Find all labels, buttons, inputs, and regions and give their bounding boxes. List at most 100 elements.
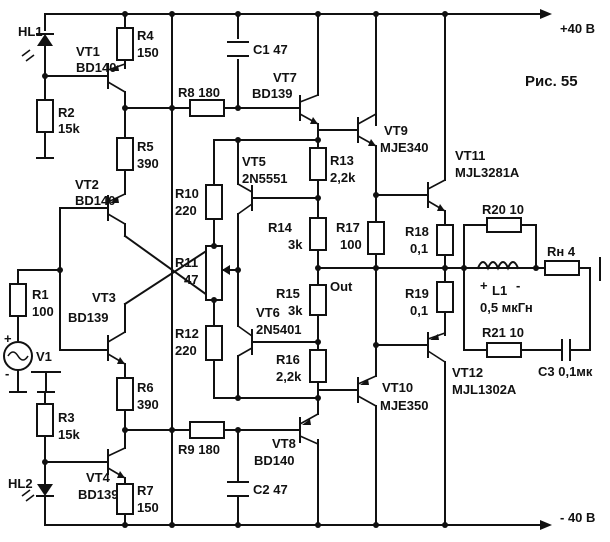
transistor-vt9 xyxy=(317,113,429,196)
capacitor-c1 xyxy=(227,41,249,109)
r4-value: 150 xyxy=(137,45,159,60)
out-label: Out xyxy=(330,279,353,294)
rn-label: Rн 4 xyxy=(547,244,576,259)
vt9-type: MJE340 xyxy=(380,140,428,155)
transistor-vt7 xyxy=(299,94,319,136)
l1-value: 0,5 мкГн xyxy=(480,300,533,315)
transistor-vt5 xyxy=(237,139,319,271)
r14-name: R14 xyxy=(268,220,293,235)
led-hl2 xyxy=(21,461,126,526)
resistor-r9 xyxy=(124,421,301,439)
r2-name: R2 xyxy=(58,105,75,120)
transistor-vt10 xyxy=(317,344,377,416)
vt7-type: BD139 xyxy=(252,86,292,101)
r18-value: 0,1 xyxy=(410,241,428,256)
l1-minus: - xyxy=(516,278,520,293)
r13-name: R13 xyxy=(330,153,354,168)
vt12-type: MJL1302A xyxy=(452,382,517,397)
r20-label: R20 10 xyxy=(482,202,524,217)
vt5-type: 2N5551 xyxy=(242,171,288,186)
vt10-type: MJE350 xyxy=(380,398,428,413)
r8-label: R8 180 xyxy=(178,85,220,100)
signal-source-v1 xyxy=(3,341,61,393)
resistor-r8 xyxy=(124,99,301,117)
r11-value: 47 xyxy=(184,272,198,287)
negative-rail xyxy=(124,520,552,530)
r18-name: R18 xyxy=(405,224,429,239)
vt3-name: VT3 xyxy=(92,290,116,305)
c3-label: C3 0,1мк xyxy=(538,364,593,379)
bias-chain xyxy=(205,139,319,399)
vt2-name: VT2 xyxy=(75,177,99,192)
cross-wiring xyxy=(123,234,216,306)
vt11-name: VT11 xyxy=(455,148,485,163)
r19-name: R19 xyxy=(405,286,429,301)
resistor-r19 xyxy=(436,267,454,336)
r5-name: R5 xyxy=(137,139,154,154)
r17-value: 100 xyxy=(340,237,362,252)
l1-name: L1 xyxy=(492,283,507,298)
vt8-name: VT8 xyxy=(272,436,296,451)
vt4-type: BD139 xyxy=(78,487,118,502)
transistor-vt8 xyxy=(299,399,319,445)
vt3-type: BD139 xyxy=(68,310,108,325)
rail-verticals xyxy=(124,13,446,526)
resistor-r2 xyxy=(36,99,54,159)
resistor-r17 xyxy=(367,194,429,346)
vt10-name: VT10 xyxy=(382,380,413,395)
r15-name: R15 xyxy=(276,286,300,301)
transistor-vt11 xyxy=(427,179,446,226)
resistor-r18 xyxy=(436,224,454,269)
r15-value: 3k xyxy=(288,303,303,318)
transistor-vt6 xyxy=(237,269,319,399)
transistor-vt3 xyxy=(59,303,126,379)
hl2-label: HL2 xyxy=(8,476,33,491)
r3-value: 15k xyxy=(58,427,80,442)
r7-value: 150 xyxy=(137,500,159,515)
vt9-name: VT9 xyxy=(384,123,408,138)
load-resistor xyxy=(535,257,601,281)
vt12-name: VT12 xyxy=(452,365,483,380)
r2-value: 15k xyxy=(58,121,80,136)
transistor-vt12 xyxy=(427,332,446,371)
r10-name: R10 xyxy=(175,186,199,201)
c2-label: C2 47 xyxy=(253,482,288,497)
c1-label: C1 47 xyxy=(253,42,288,57)
vt5-name: VT5 xyxy=(242,154,266,169)
hl1-label: HL1 xyxy=(18,24,43,39)
v1-label: V1 xyxy=(36,349,52,364)
vt6-type: 2N5401 xyxy=(256,322,302,337)
r12-name: R12 xyxy=(175,326,199,341)
r17-name: R17 xyxy=(336,220,360,235)
v1-minus-sign: - xyxy=(5,366,9,381)
resistor-r4 xyxy=(116,27,134,69)
figure-title: Рис. 55 xyxy=(525,73,578,90)
v1-plus-sign: + xyxy=(4,331,12,346)
transistor-vt2 xyxy=(59,193,126,237)
vt2-type: BD140 xyxy=(75,193,115,208)
r19-value: 0,1 xyxy=(410,303,428,318)
vt8-type: BD140 xyxy=(254,453,294,468)
resistor-r5 xyxy=(116,124,134,195)
r3-name: R3 xyxy=(58,410,75,425)
r12-value: 220 xyxy=(175,343,197,358)
r1-value: 100 xyxy=(32,304,54,319)
vt4-name: VT4 xyxy=(86,470,111,485)
r14-value: 3k xyxy=(288,237,303,252)
negative-rail-label: - 40 В xyxy=(560,510,595,525)
input-network xyxy=(9,207,61,351)
r9-label: R9 180 xyxy=(178,442,220,457)
r16-value: 2,2k xyxy=(276,369,302,384)
r4-name: R4 xyxy=(137,28,154,43)
r10-value: 220 xyxy=(175,203,197,218)
transistor-vt4 xyxy=(44,447,126,485)
l1-plus: + xyxy=(480,278,488,293)
r1-name: R1 xyxy=(32,287,49,302)
resistor-r6 xyxy=(116,377,134,449)
r7-name: R7 xyxy=(137,483,154,498)
r16-name: R16 xyxy=(276,352,300,367)
r6-name: R6 xyxy=(137,380,154,395)
capacitor-c2 xyxy=(227,429,249,526)
resistor-r7 xyxy=(116,483,134,515)
r6-value: 390 xyxy=(137,397,159,412)
